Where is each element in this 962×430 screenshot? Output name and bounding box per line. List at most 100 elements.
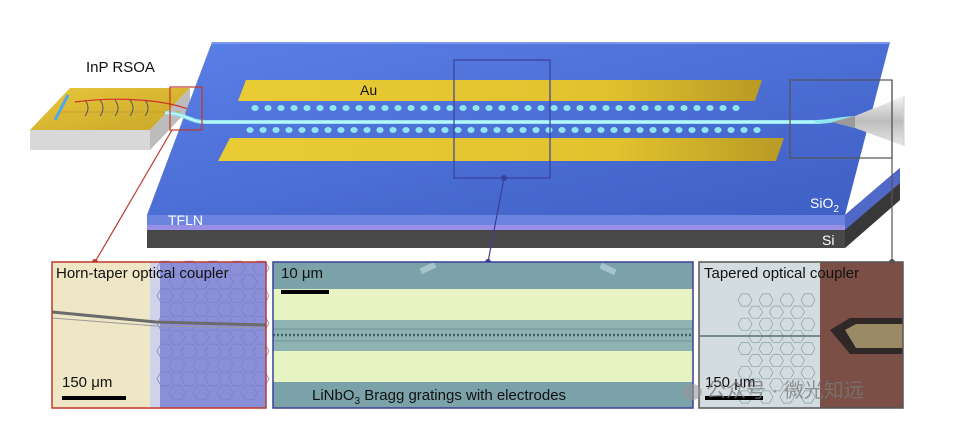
watermark-text: 公众号 · 微光知远	[706, 380, 864, 402]
grating-dot	[381, 105, 389, 111]
mesh-hex	[168, 385, 186, 401]
optical-fiber	[832, 96, 905, 146]
mesh-hex	[228, 260, 246, 276]
mesh-hex	[748, 305, 763, 319]
mesh-hex	[758, 317, 774, 331]
sio2-sub: 2	[833, 203, 839, 215]
grating-dot	[636, 127, 644, 133]
mesh-hex	[180, 288, 198, 304]
grating-dot	[662, 127, 670, 133]
grating-dot	[589, 105, 597, 111]
bragg-caption-main: LiNbO	[312, 387, 355, 404]
grating-dot	[420, 105, 428, 111]
mesh-hex	[758, 342, 774, 355]
mesh-hex	[216, 274, 234, 290]
tapered-scale-label: 150 μm	[705, 374, 756, 391]
mesh-hex	[737, 366, 753, 380]
sio2-main: SiO	[810, 195, 834, 211]
grating-dot	[602, 105, 610, 111]
grating-dot	[355, 105, 363, 111]
mesh-hex	[216, 329, 234, 345]
mesh-hex	[252, 260, 270, 276]
grating-dot	[290, 105, 298, 111]
grating-dot	[277, 105, 285, 111]
mesh-hex	[216, 302, 234, 317]
mesh-hex	[252, 343, 270, 359]
mesh-hex	[204, 343, 222, 359]
grating-dot	[428, 127, 436, 133]
mesh-hex	[737, 342, 753, 355]
mesh-hex	[779, 342, 795, 355]
mesh-hex	[168, 302, 186, 317]
mesh-hex	[769, 378, 784, 392]
bragg-panel-image	[273, 261, 693, 408]
mesh-hex	[252, 371, 270, 387]
grating-dot	[246, 127, 254, 133]
mesh-hex	[180, 260, 198, 276]
horn-panel-title: Horn-taper optical coupler	[56, 265, 229, 282]
mesh-hex	[800, 366, 816, 380]
grating-dot	[498, 105, 506, 111]
grating-dot	[350, 127, 358, 133]
tfln-label: TFLN	[168, 212, 203, 228]
grating-dot	[641, 105, 649, 111]
grating-dot	[680, 105, 688, 111]
mesh-hex	[168, 329, 186, 345]
grating-dot	[363, 127, 371, 133]
grating-dot	[571, 127, 579, 133]
grating-dot	[467, 127, 475, 133]
mesh-hex	[156, 288, 174, 304]
bragg-caption: LiNbO3 Bragg gratings with electrodes	[312, 388, 566, 407]
mesh-hex	[180, 343, 198, 359]
grating-dot	[433, 105, 441, 111]
grating-dot	[389, 127, 397, 133]
grating-dot	[675, 127, 683, 133]
mesh-hex	[758, 366, 774, 380]
grating-dot	[615, 105, 623, 111]
grating-dot	[480, 127, 488, 133]
grating-dot	[285, 127, 293, 133]
grating-dot	[584, 127, 592, 133]
mesh-hex	[800, 390, 816, 404]
watermark-icon	[682, 383, 702, 400]
grating-dot	[337, 127, 345, 133]
grating-dot	[342, 105, 350, 111]
bragg-panel-border	[272, 261, 694, 409]
mesh-hex	[790, 305, 805, 319]
grating-dot	[316, 105, 324, 111]
grating-dot	[550, 105, 558, 111]
grating-dot	[368, 105, 376, 111]
mesh-hex	[204, 288, 222, 304]
grating-dot	[446, 105, 454, 111]
mesh-hex	[800, 293, 816, 307]
sio2-label: SiO2	[810, 196, 839, 215]
mesh-hex	[192, 274, 210, 290]
tapered-scale-bar	[705, 396, 763, 400]
mesh-hex	[216, 357, 234, 373]
mesh-hex	[779, 390, 795, 404]
grating-dot	[519, 127, 527, 133]
grating-dot	[740, 127, 748, 133]
grating-dot	[472, 105, 480, 111]
grating-dot	[719, 105, 727, 111]
grating-dot	[376, 127, 384, 133]
grating-dot	[714, 127, 722, 133]
grating-dot	[558, 127, 566, 133]
mesh-hex	[168, 274, 186, 290]
mesh-hex	[240, 357, 258, 373]
mesh-hex	[168, 357, 186, 373]
grating-dot	[610, 127, 618, 133]
grating-dot	[706, 105, 714, 111]
mesh-hex	[240, 385, 258, 401]
rsoa-chip	[30, 88, 196, 150]
horn-scale-bar	[62, 396, 126, 400]
mesh-hex	[192, 302, 210, 317]
bragg-caption-rest: Bragg gratings with electrodes	[360, 387, 567, 404]
bragg-grating-dots	[246, 105, 761, 133]
grating-dot	[667, 105, 675, 111]
mesh-hex	[779, 293, 795, 307]
grating-dot	[485, 105, 493, 111]
horn-leader-line	[94, 129, 173, 263]
tapered-panel-image	[699, 262, 903, 408]
